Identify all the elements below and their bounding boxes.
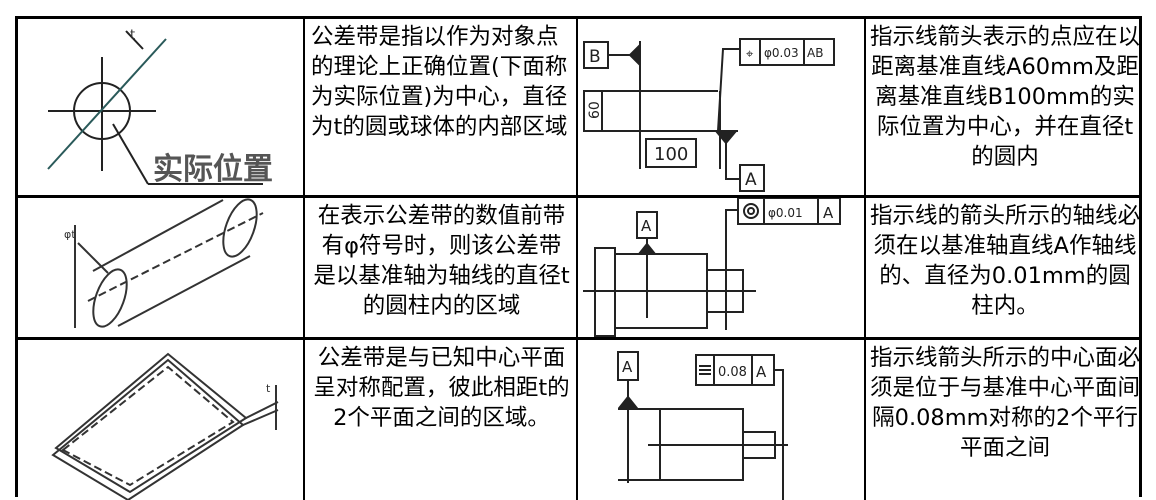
symmetry-drawing: A 0.08 A bbox=[578, 340, 866, 500]
table-row: t 公差带是与已知中心平面呈对称配置，彼此相距t的2个平面之间的区域。 A bbox=[18, 340, 1142, 500]
cylinder-zone-figure: φt bbox=[18, 198, 305, 337]
svg-text:A: A bbox=[745, 170, 757, 190]
svg-text:AB: AB bbox=[807, 46, 823, 60]
position-drawing: B 60 100 ⌖ φ0.03 AB A bbox=[578, 19, 866, 195]
svg-text:φ0.03: φ0.03 bbox=[764, 46, 799, 60]
actual-position-label: 实际位置 bbox=[153, 152, 273, 187]
description-cell: 公差带是与已知中心平面呈对称配置，彼此相距t的2个平面之间的区域。 bbox=[305, 340, 578, 500]
explanation-text: 指示线箭头所示的中心面必须是位于与基准中心平面间隔0.08mm对称的2个平行平面… bbox=[870, 345, 1141, 461]
coaxiality-drawing: A φ0.01 A bbox=[578, 198, 866, 337]
svg-text:A: A bbox=[756, 363, 767, 381]
description-text: 公差带是与已知中心平面呈对称配置，彼此相距t的2个平面之间的区域。 bbox=[313, 345, 570, 431]
svg-text:A: A bbox=[622, 358, 633, 376]
description-cell: 公差带是指以作为对象点的理论上正确位置(下面称为实际位置)为中心，直径为t的圆或… bbox=[305, 19, 578, 195]
t-label: t bbox=[130, 28, 135, 43]
tolerance-table: t 实际位置 公差带是指以作为对象点的理论上正确位置(下面称为实际位置)为中心，… bbox=[15, 16, 1142, 500]
svg-text:φ0.01: φ0.01 bbox=[768, 206, 803, 220]
table-row: t 实际位置 公差带是指以作为对象点的理论上正确位置(下面称为实际位置)为中心，… bbox=[18, 19, 1142, 198]
svg-text:0.08: 0.08 bbox=[718, 365, 747, 380]
position-zone-figure: t 实际位置 bbox=[18, 19, 305, 195]
explanation-cell: 指示线箭头表示的点应在以距离基准直线A60mm及距离基准直线B100mm的实际位… bbox=[866, 19, 1142, 195]
svg-text:φt: φt bbox=[64, 228, 76, 241]
svg-text:A: A bbox=[823, 204, 834, 222]
svg-text:t: t bbox=[266, 382, 271, 395]
explanation-cell: 指示线箭头所示的中心面必须是位于与基准中心平面间隔0.08mm对称的2个平行平面… bbox=[866, 340, 1142, 500]
description-cell: 在表示公差带的数值前带有φ符号时，则该公差带是以基准轴为轴线的直径t的圆柱内的区… bbox=[305, 198, 578, 337]
explanation-text: 指示线箭头表示的点应在以距离基准直线A60mm及距离基准直线B100mm的实际位… bbox=[870, 24, 1141, 170]
svg-text:A: A bbox=[641, 217, 652, 235]
explanation-cell: 指示线的箭头所示的轴线必须在以基准轴直线A作轴线的、直径为0.01mm的圆柱内。 bbox=[866, 198, 1142, 337]
description-text: 公差带是指以作为对象点的理论上正确位置(下面称为实际位置)为中心，直径为t的圆或… bbox=[311, 24, 568, 140]
table-row: φt 在表示公差带的数值前带有φ符号时，则该公差带是以基准轴为轴线的直径t的圆柱… bbox=[18, 198, 1142, 340]
svg-text:100: 100 bbox=[654, 144, 688, 165]
description-text: 在表示公差带的数值前带有φ符号时，则该公差带是以基准轴为轴线的直径t的圆柱内的区… bbox=[313, 203, 570, 319]
symmetry-zone-figure: t bbox=[18, 340, 305, 500]
svg-text:⌖: ⌖ bbox=[746, 47, 754, 62]
svg-text:60: 60 bbox=[587, 101, 603, 119]
svg-text:B: B bbox=[589, 47, 601, 67]
explanation-text: 指示线的箭头所示的轴线必须在以基准轴直线A作轴线的、直径为0.01mm的圆柱内。 bbox=[870, 203, 1141, 319]
